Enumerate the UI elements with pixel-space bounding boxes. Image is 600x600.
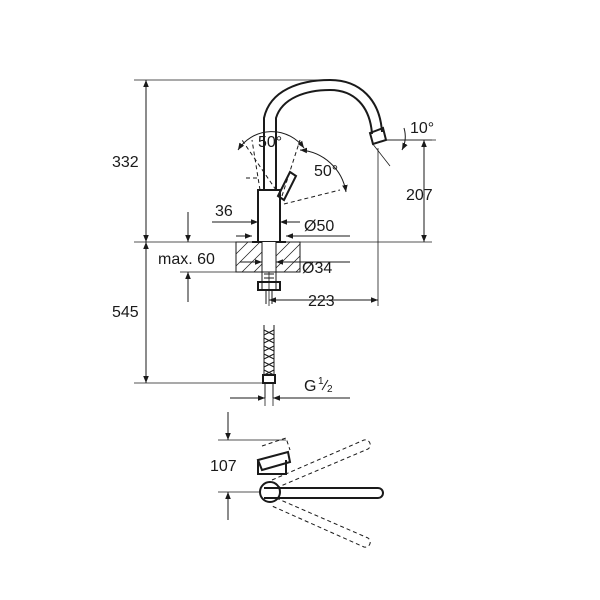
label-total-height: 332 — [112, 154, 139, 171]
dimension-connection: G 1 2 — [230, 376, 350, 406]
dimension-deck-thickness: max. 60 — [158, 212, 236, 302]
label-connection: G — [304, 378, 316, 395]
dimension-spout-height: 207 — [300, 139, 433, 243]
dimension-base-diameter: Ø50 — [236, 218, 350, 239]
label-lever-angle-top: 50° — [258, 134, 282, 151]
dimension-lever-angle-side: 50° — [299, 147, 348, 193]
label-spout-reach: 223 — [308, 293, 335, 310]
dimension-lever-angle-top: 50° — [237, 131, 305, 151]
dimension-spout-reach: 223 — [268, 148, 379, 310]
label-deck-thickness: max. 60 — [158, 251, 215, 268]
dimension-spout-tilt: 10° — [371, 120, 436, 167]
label-hole-diameter: Ø34 — [302, 260, 332, 277]
label-connection-den: 2 — [327, 384, 333, 395]
label-spout-height: 207 — [406, 187, 433, 204]
elevation-view: 332 545 207 10° 50° — [112, 78, 436, 406]
label-plan-depth: 107 — [210, 458, 237, 475]
label-connection-num: 1 — [318, 376, 324, 387]
dimension-below-deck: 545 — [112, 242, 263, 384]
dimension-body-width: 36 — [212, 200, 300, 228]
dimension-plan-depth: 107 — [210, 412, 286, 520]
label-base-diameter: Ø50 — [304, 218, 334, 235]
label-body-width: 36 — [215, 203, 233, 220]
deck-section — [235, 241, 301, 273]
dimension-hole-diameter: Ø34 — [240, 259, 350, 277]
flexible-hose — [262, 325, 276, 398]
plan-view: 107 — [210, 412, 384, 548]
label-below-deck: 545 — [112, 304, 139, 321]
label-spout-tilt: 10° — [410, 120, 434, 137]
label-lever-angle-side: 50° — [314, 163, 338, 180]
dimension-total-height: 332 — [112, 79, 320, 243]
